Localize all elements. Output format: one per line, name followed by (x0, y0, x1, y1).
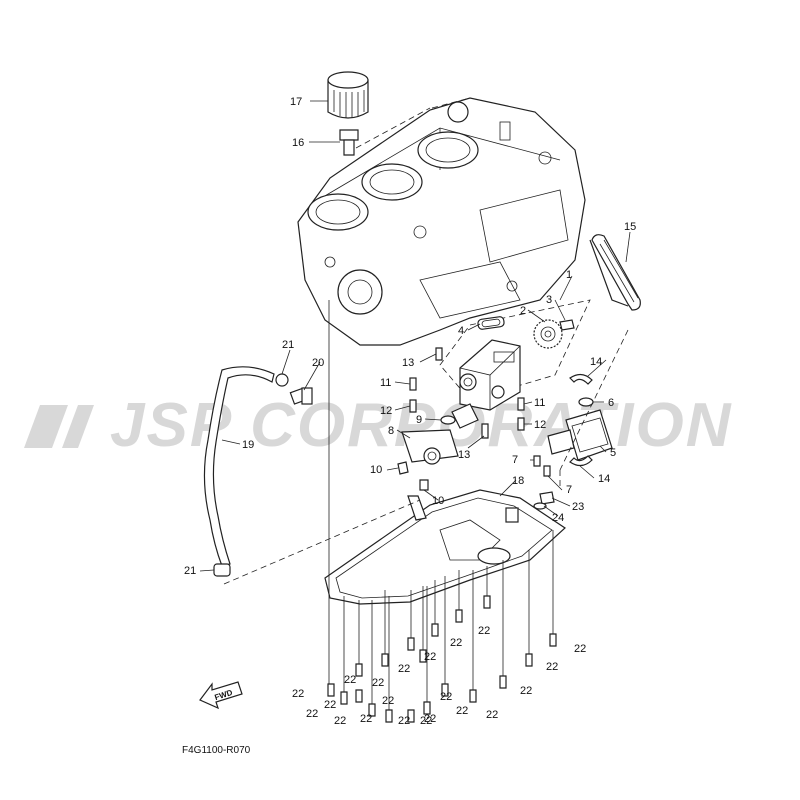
forward-direction-arrow: FWD (199, 681, 243, 710)
bolt-10-b (419, 479, 429, 491)
callout-4: 4 (458, 325, 464, 337)
callout-22: 22 (478, 625, 490, 637)
plug-washer (533, 502, 547, 510)
bolt-7-b (543, 465, 551, 477)
callout-13a: 13 (402, 357, 414, 369)
callout-22: 22 (398, 715, 410, 727)
callout-22: 22 (420, 715, 432, 727)
callout-19: 19 (242, 439, 254, 451)
oil-strainer-right (547, 409, 613, 461)
clip-14-bottom (569, 455, 593, 467)
callout-22: 22 (450, 637, 462, 649)
bolt-7-a (533, 455, 541, 467)
oil-strainer-left (401, 429, 459, 465)
callout-12a: 12 (380, 405, 392, 417)
callout-16: 16 (292, 137, 304, 149)
callout-22: 22 (324, 699, 336, 711)
drive-chain (589, 234, 641, 311)
callout-6: 6 (608, 397, 614, 409)
oil-pan-bolts (327, 595, 557, 723)
callout-22: 22 (520, 685, 532, 697)
pump-gasket (477, 316, 505, 330)
callout-7b: 7 (566, 484, 572, 496)
bolt-12-right (517, 417, 525, 431)
bolt-10-a (397, 461, 409, 475)
callout-numbers: 1 2 3 4 5 6 7 7 8 9 10 10 11 11 12 12 13… (184, 96, 636, 727)
callout-15: 15 (624, 221, 636, 233)
callout-7a: 7 (512, 454, 518, 466)
hose-clamp-top (275, 373, 289, 387)
callout-22: 22 (486, 709, 498, 721)
engine-crankcase (297, 97, 586, 346)
callout-23: 23 (572, 501, 584, 513)
callout-1: 1 (566, 269, 572, 281)
drain-plug (539, 491, 555, 505)
callout-22: 22 (574, 643, 586, 655)
dowel-pin-left (409, 377, 417, 391)
callout-21b: 21 (184, 565, 196, 577)
callout-22: 22 (306, 708, 318, 720)
callout-22: 22 (344, 674, 356, 686)
o-ring-6 (578, 397, 594, 407)
callout-9: 9 (416, 414, 422, 426)
bolt-12-left (409, 399, 417, 413)
clip-14-top (569, 373, 593, 385)
hose-clamp-bottom (213, 563, 231, 577)
callout-22: 22 (456, 705, 468, 717)
callout-17: 17 (290, 96, 302, 108)
callout-10a: 10 (370, 464, 382, 476)
callout-21a: 21 (282, 339, 294, 351)
callout-11a: 11 (380, 377, 391, 389)
callout-12b: 12 (534, 419, 546, 431)
callout-14a: 14 (590, 356, 602, 368)
oil-pan (324, 489, 566, 605)
callout-2: 2 (520, 305, 526, 317)
filter-union-bolt (339, 129, 359, 156)
callout-20: 20 (312, 357, 324, 369)
callout-22: 22 (334, 715, 346, 727)
callout-22: 22 (398, 663, 410, 675)
callout-3: 3 (546, 294, 552, 306)
leader-lines (199, 100, 631, 572)
alignment-lines (223, 97, 629, 710)
callout-14b: 14 (598, 473, 610, 485)
callout-22: 22 (292, 688, 304, 700)
callout-13b: 13 (458, 449, 470, 461)
callout-22: 22 (546, 661, 558, 673)
callout-8: 8 (388, 425, 394, 437)
callout-22: 22 (360, 713, 372, 725)
callout-22: 22 (424, 713, 436, 725)
dowel-pin-right (517, 397, 525, 411)
pump-sprocket (533, 319, 563, 349)
breather-fitting (289, 387, 313, 405)
oil-pump-body (451, 339, 521, 429)
figure-code: F4G1100-R070 (182, 745, 251, 756)
sprocket-bolt (559, 319, 575, 331)
o-ring-9 (440, 415, 456, 425)
callout-11b: 11 (534, 397, 545, 409)
oil-filter (327, 71, 369, 119)
watermark: JSP CORPORATION (24, 391, 731, 460)
callout-10b: 10 (432, 495, 444, 507)
pump-bolt-bottom (481, 423, 489, 439)
callout-22: 22 (382, 695, 394, 707)
callout-24: 24 (552, 512, 564, 524)
callout-22: 22 (440, 691, 452, 703)
callout-18: 18 (512, 475, 524, 487)
callout-5: 5 (610, 447, 616, 459)
callout-22: 22 (424, 651, 436, 663)
callout-22: 22 (372, 677, 384, 689)
pump-bolt-top (435, 347, 443, 361)
